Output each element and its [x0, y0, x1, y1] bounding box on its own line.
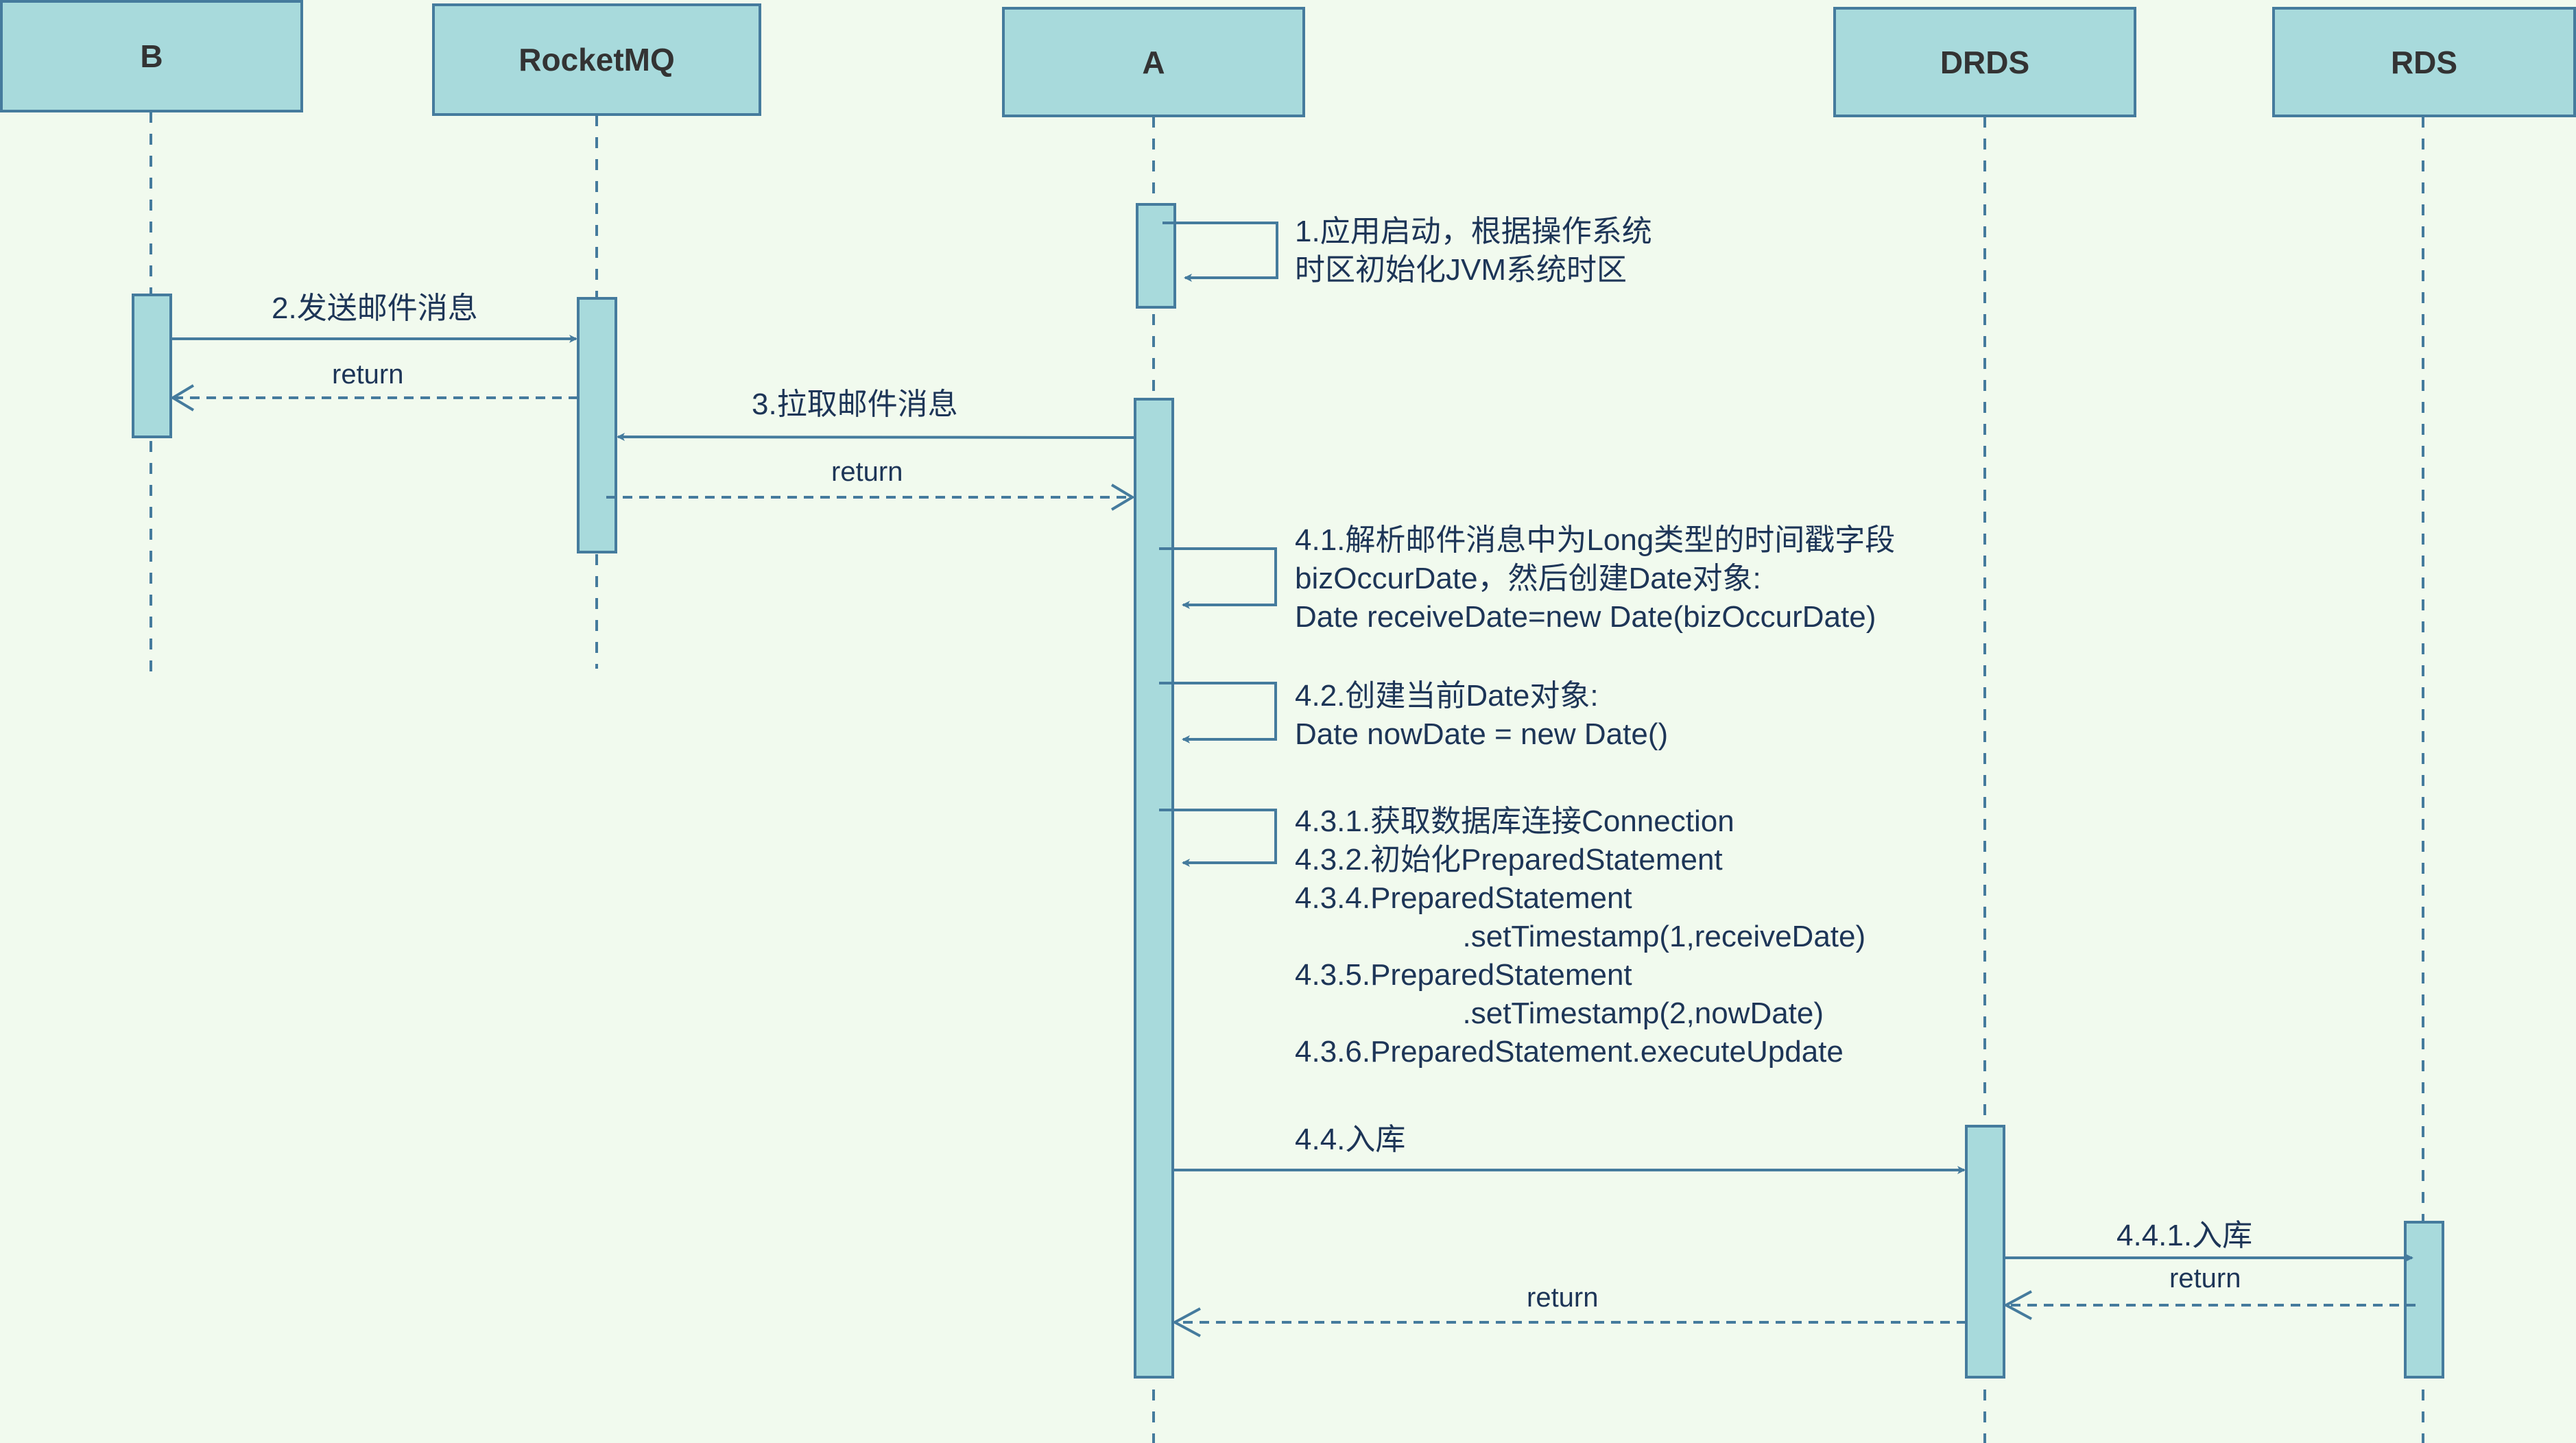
activation-rocketmq	[577, 297, 617, 553]
open-arrowhead-3-return	[1110, 484, 1135, 511]
self-arrow-4-3	[1159, 809, 1277, 867]
message-4-1-label: 4.1.解析邮件消息中为Long类型的时间戳字段 bizOccurDate，然后…	[1295, 523, 1896, 634]
message-4-4-label: 4.4.入库	[1295, 1123, 1406, 1156]
message-4-4-1-return-label: return	[2169, 1263, 2241, 1293]
self-arrow-4-1	[1159, 547, 1277, 609]
participant-drds[interactable]: DRDS	[1833, 7, 2136, 117]
self-arrow-4-2	[1159, 682, 1277, 743]
open-arrowhead-4-4-return	[1171, 1307, 1201, 1337]
message-1-label: 1.应用启动，根据操作系统 时区初始化JVM系统时区	[1295, 215, 1652, 287]
participant-a-label: A	[1142, 44, 1165, 80]
participant-rds[interactable]: RDS	[2272, 7, 2576, 117]
participant-drds-label: DRDS	[1940, 44, 2030, 80]
message-3-return-label: return	[831, 457, 903, 487]
activation-rds	[2404, 1221, 2444, 1379]
activation-b	[132, 294, 172, 438]
activation-drds	[1965, 1125, 2005, 1379]
participant-b[interactable]: B	[0, 0, 303, 112]
message-3-label: 3.拉取邮件消息	[752, 387, 958, 421]
participant-rocketmq-label: RocketMQ	[518, 42, 675, 77]
message-4-2-label: 4.2.创建当前Date对象: Date nowDate = new Date(…	[1295, 679, 1669, 751]
activation-a-2	[1134, 398, 1174, 1379]
open-arrowhead-2-return	[170, 384, 195, 412]
message-4-4-1-label: 4.4.1.入库	[2116, 1219, 2253, 1252]
self-arrow-1	[1162, 222, 1278, 282]
message-4-3-label: 4.3.1.获取数据库连接Connection 4.3.2.初始化Prepare…	[1295, 804, 1866, 1069]
message-2-return-label: return	[332, 359, 404, 390]
arrow-3-pull-mail	[617, 433, 1136, 442]
activation-a-1	[1136, 203, 1176, 309]
participant-a[interactable]: A	[1002, 7, 1305, 117]
participant-rocketmq[interactable]: RocketMQ	[432, 3, 761, 116]
message-2-label: 2.发送邮件消息	[272, 291, 478, 325]
participant-b-label: B	[140, 38, 163, 74]
participant-rds-label: RDS	[2390, 44, 2458, 80]
open-arrowhead-4-4-1-return	[2003, 1290, 2032, 1320]
message-4-4-return-label: return	[1527, 1283, 1599, 1313]
